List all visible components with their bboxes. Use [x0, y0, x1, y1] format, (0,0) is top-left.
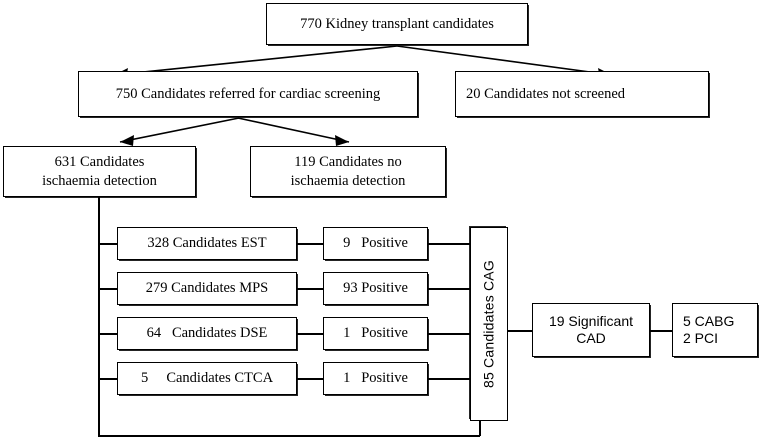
- node-test-mps: 279 Candidates MPS: [117, 272, 298, 306]
- edge-trunk-stub-ctca: [98, 378, 118, 380]
- node-not-screened: 20 Candidates not screened: [455, 71, 710, 118]
- node-test-est: 328 Candidates EST: [117, 227, 298, 261]
- node-test-ctca: 5 Candidates CTCA: [117, 362, 298, 396]
- node-not-screened-label: 20 Candidates not screened: [466, 85, 626, 102]
- node-test-ctca-label: 5 Candidates CTCA: [140, 370, 274, 387]
- node-no-ischaemia-detection-line1: 119 Candidates no: [294, 154, 402, 171]
- edge-trunk-stub-est: [98, 243, 118, 245]
- node-cag-label: 85 Candidates CAG: [480, 260, 497, 388]
- node-test-dse-label: 64 Candidates DSE: [146, 325, 268, 342]
- node-significant-cad: 19 Significant CAD: [532, 303, 651, 358]
- node-referred-for-screening-label: 750 Candidates referred for cardiac scre…: [115, 85, 381, 102]
- node-test-dse: 64 Candidates DSE: [117, 317, 298, 351]
- edge-positive-dse-to-cag: [428, 333, 472, 335]
- edge-positive-est-to-cag: [428, 243, 472, 245]
- edge-trunk-bottom-to-cag: [98, 435, 480, 437]
- edge-trunk-stub-dse: [98, 333, 118, 335]
- edge-mps-to-positive: [297, 288, 324, 290]
- node-positive-est-label: 9 Positive: [343, 235, 408, 252]
- node-positive-est: 9 Positive: [323, 227, 429, 261]
- node-treatment-cabg: 5 CABG: [683, 312, 735, 329]
- node-test-mps-label: 279 Candidates MPS: [145, 280, 269, 297]
- node-treatment-pci: 2 PCI: [683, 330, 719, 346]
- edge-cad-to-treatment: [650, 330, 673, 332]
- edge-positive-mps-to-cag: [428, 288, 472, 290]
- node-significant-cad-line1: 19 Significant: [548, 312, 634, 329]
- node-no-ischaemia-detection: 119 Candidates no ischaemia detection: [250, 146, 447, 198]
- node-ischaemia-detection-line1: 631 Candidates: [54, 154, 145, 171]
- node-positive-ctca: 1 Positive: [323, 362, 429, 396]
- node-no-ischaemia-detection-line2: ischaemia detection: [290, 172, 406, 189]
- node-total-candidates-label: 770 Kidney transplant candidates: [300, 15, 494, 32]
- node-ischaemia-detection: 631 Candidates ischaemia detection: [3, 146, 197, 198]
- node-cag: 85 Candidates CAG: [470, 227, 508, 421]
- edge-est-to-positive: [297, 243, 324, 245]
- node-positive-dse: 1 Positive: [323, 317, 429, 351]
- node-treatment-outcomes: 5 CABG 2 PCI: [672, 303, 759, 358]
- edge-referred-to-ischaemia-no: [237, 117, 363, 147]
- edge-cag-bottom-stem: [479, 420, 481, 436]
- edge-trunk-stub-mps: [98, 288, 118, 290]
- node-positive-mps-label: 93 Positive: [343, 280, 408, 297]
- node-referred-for-screening: 750 Candidates referred for cardiac scre…: [78, 71, 419, 118]
- node-positive-ctca-label: 1 Positive: [343, 370, 408, 387]
- node-ischaemia-detection-line2: ischaemia detection: [42, 172, 157, 189]
- edge-referred-to-ischaemia-yes: [106, 117, 241, 147]
- edge-ctca-to-positive: [297, 378, 324, 380]
- node-test-est-label: 328 Candidates EST: [147, 235, 267, 252]
- edge-ischaemia-trunk-vertical: [98, 197, 100, 436]
- edge-positive-ctca-to-cag: [428, 378, 472, 380]
- edge-cag-to-cad: [508, 330, 533, 332]
- node-significant-cad-line2: CAD: [576, 330, 606, 346]
- node-positive-mps: 93 Positive: [323, 272, 429, 306]
- node-positive-dse-label: 1 Positive: [343, 325, 408, 342]
- node-total-candidates: 770 Kidney transplant candidates: [266, 3, 529, 46]
- edge-dse-to-positive: [297, 333, 324, 335]
